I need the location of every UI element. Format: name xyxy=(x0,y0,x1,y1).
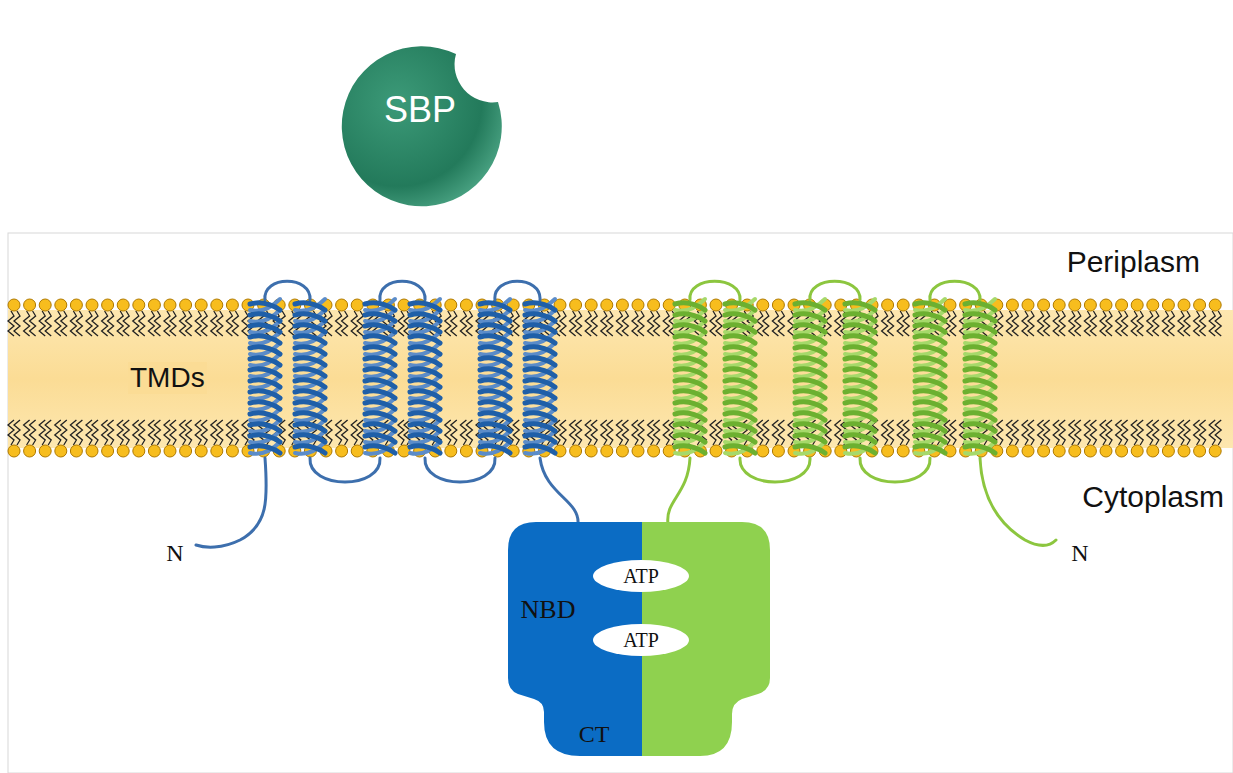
terminus-label: N xyxy=(166,540,183,567)
lipid-tails xyxy=(8,311,1221,445)
node-text: SBP xyxy=(384,89,456,131)
node-text: ATP xyxy=(623,629,659,652)
node-text: CT xyxy=(579,721,610,748)
lipid-core xyxy=(8,310,1233,448)
atp-site: ATP xyxy=(593,560,689,592)
region-label: Cytoplasm xyxy=(1082,480,1224,514)
terminus-label: N xyxy=(1071,540,1088,567)
region-label: Periplasm xyxy=(1067,245,1200,279)
helix-loops xyxy=(196,281,1056,547)
transmembrane-helices xyxy=(250,299,995,454)
domain-label: TMDs xyxy=(128,362,207,394)
binding-protein: SBP xyxy=(338,44,502,208)
node-text: NBD xyxy=(521,595,576,625)
atp-site: ATP xyxy=(593,624,689,656)
lipid-heads xyxy=(8,299,1221,457)
node-text: ATP xyxy=(623,565,659,588)
panel-frame xyxy=(8,233,1233,773)
